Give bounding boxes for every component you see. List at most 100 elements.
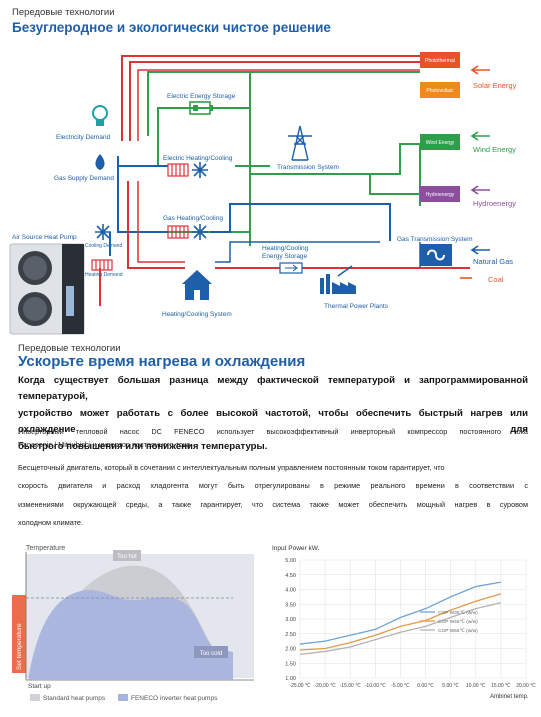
y-tick-label: 5.00 [285, 558, 296, 564]
y-tick-label: 4.50 [285, 573, 296, 579]
label-electricity-demand: Electricity Demand [56, 134, 111, 141]
chart-right-y-ticks: 1.00 1.50 2.00 2.50 3.00 3.50 4.00 4.50 5.00 [285, 558, 296, 682]
y-tick-label: 1.50 [285, 661, 296, 667]
chart-right-grid [299, 559, 527, 679]
section1-kicker: Передовые технологии [12, 7, 115, 18]
battery-icon [189, 101, 213, 115]
gas-transmission-icon [420, 244, 452, 266]
section2-title: Ускорьте время нагрева и охлаждения [18, 353, 306, 370]
x-tick-label: 20.00 ℃ [516, 683, 536, 689]
label-natural-gas: Natural Gas [473, 257, 513, 266]
label-hc-storage-line1: Heating/Cooling [262, 245, 309, 252]
gas-radiator-icon [167, 225, 189, 239]
p2-line-3: изменениями окружающей среды, а также га… [18, 499, 528, 509]
p2-line-1: Бесщеточный двигатель, который в сочетан… [18, 463, 445, 472]
arrow-natural-gas [470, 245, 490, 255]
x-tick-label: 10.00 ℃ [466, 683, 486, 689]
label-electric-heating-cooling: Electric Heating/Cooling [163, 155, 233, 162]
paragraph-1: Инверторный тепловой насос DC FENECO исп… [18, 425, 528, 452]
legend-label: COP W35℃ (w/w) [438, 610, 478, 616]
y-tick-label: 1.00 [285, 676, 296, 682]
lightbulb-icon [92, 105, 108, 126]
label-solar-energy: Solar Energy [473, 81, 517, 90]
label-transmission-system: Transmission System [277, 164, 339, 171]
power-plant-icon [320, 265, 356, 294]
p1-line-2: Panasonic / Mitsubishi и инвертор постоя… [18, 440, 193, 450]
x-tick-label: -15.00 ℃ [340, 683, 362, 689]
label-heating-cooling-system: Heating/Cooling System [162, 311, 232, 318]
legend-label: COP W55℃ (w/w) [438, 628, 478, 634]
electric-radiator-icon [167, 163, 189, 177]
series-line-1 [299, 593, 502, 651]
x-tick-label: -5.00 ℃ [391, 683, 410, 689]
p2-line-4: холодном климате. [18, 517, 83, 527]
svg-text:Wind Energy: Wind Energy [426, 140, 455, 146]
section1-title: Безуглеродное и экологически чистое реше… [12, 20, 331, 35]
chart-right-xlabel: Ambinet temp. [490, 694, 529, 700]
gas-snowflake-icon [192, 224, 208, 240]
label-electric-energy-storage: Electric Energy Storage [167, 93, 236, 100]
arrow-solar-energy [470, 65, 490, 75]
arrow-hydroenergy [470, 185, 490, 195]
label-air-source-heat-pump: Air Source Heat Pump [12, 234, 77, 241]
svg-text:Photothermal: Photothermal [425, 58, 455, 64]
diagram-lines [99, 55, 470, 306]
y-tick-label: 2.00 [285, 647, 296, 653]
y-tick-label: 2.50 [285, 632, 296, 638]
source-box-photothermal: Photothermal [420, 52, 460, 68]
svg-text:Hydroenergy: Hydroenergy [426, 192, 455, 198]
x-tick-label: 0.00 ℃ [417, 683, 434, 689]
section2-kicker: Передовые технологии [18, 343, 121, 354]
chart-right-legend: COP W35℃ (w/w) COP W45℃ (w/w) COP W55℃ (w/… [420, 610, 478, 634]
label-gas-supply-demand: Gas Supply Demand [54, 175, 114, 182]
label-wind-energy: Wind Energy [473, 145, 516, 154]
heating-demand-radiator-icon [91, 259, 113, 271]
chart-right-series [299, 581, 502, 656]
y-tick-label: 3.00 [285, 617, 296, 623]
too-cold-marker: Too cold [194, 646, 228, 658]
series-line-0 [299, 581, 502, 645]
label-thermal-power-plants: Thermal Power Plants [324, 303, 389, 310]
bold-line-2: устройство может работать с более высоко… [18, 407, 528, 436]
gas-flame-icon [95, 154, 105, 170]
too-hot-marker: Too hot [113, 550, 141, 561]
label-gas-transmission-system: Gas Transmission System [397, 236, 473, 243]
x-tick-label: -25.00 ℃ [289, 683, 311, 689]
svg-text:Too cold: Too cold [200, 651, 222, 657]
svg-text:FENECO inverter heat pumps: FENECO inverter heat pumps [131, 695, 218, 702]
legend-label: COP W45℃ (w/w) [438, 619, 478, 625]
cooling-demand-snowflake-icon [95, 224, 111, 240]
x-tick-label: 15.00 ℃ [491, 683, 511, 689]
chart-right-title: Input Power kW. [272, 545, 320, 552]
label-coal: Coal [488, 275, 504, 284]
start-up-label: Start up [28, 683, 51, 690]
storage-tank-icon [279, 262, 303, 274]
set-temperature-marker: Set temperature [12, 595, 26, 673]
p1-line-1: Инверторный тепловой насос DC FENECO исп… [18, 427, 528, 436]
series-line-2 [299, 602, 502, 656]
x-tick-label: -20.00 ℃ [315, 683, 337, 689]
bold-line-3: быстрого повышения или понижения темпера… [18, 440, 268, 452]
energy-system-diagram: Electricity Demand Gas Supply Demand Ele… [9, 52, 517, 335]
heat-pump-unit-image [9, 243, 85, 335]
house-icon [182, 270, 212, 300]
paragraph-2: Бесщеточный двигатель, который в сочетан… [18, 461, 528, 529]
label-heating-demand: Heating Demand [85, 272, 123, 278]
label-cooling-demand: Cooling Demand [85, 243, 122, 249]
svg-text:Standard heat pumps: Standard heat pumps [43, 695, 106, 702]
feneco-heat-pump-area [28, 590, 233, 680]
chart-right-x-ticks: -25.00 ℃ -20.00 ℃-15.00 ℃-10.00 ℃ -5.00 ℃ 0… [289, 683, 536, 689]
source-box-wind-energy: Wind Energy [420, 134, 460, 150]
source-box-photovoltaic: Photovoltaic [420, 82, 460, 98]
x-tick-label: -10.00 ℃ [365, 683, 387, 689]
label-hydroenergy: Hydroenergy [473, 199, 516, 208]
svg-text:Photovoltaic: Photovoltaic [426, 88, 454, 94]
y-tick-label: 4.00 [285, 588, 296, 594]
bold-paragraph: Когда существует большая разница между ф… [18, 373, 528, 455]
y-tick-label: 3.50 [285, 602, 296, 608]
electric-snowflake-icon [192, 162, 208, 178]
arrow-wind-energy [470, 131, 490, 141]
temperature-comparison-chart: Temperature Too hot Too cold Set tempera… [12, 545, 254, 702]
bold-line-1: Когда существует большая разница между ф… [18, 375, 528, 403]
label-gas-heating-cooling: Gas Heating/Cooling [163, 215, 223, 222]
